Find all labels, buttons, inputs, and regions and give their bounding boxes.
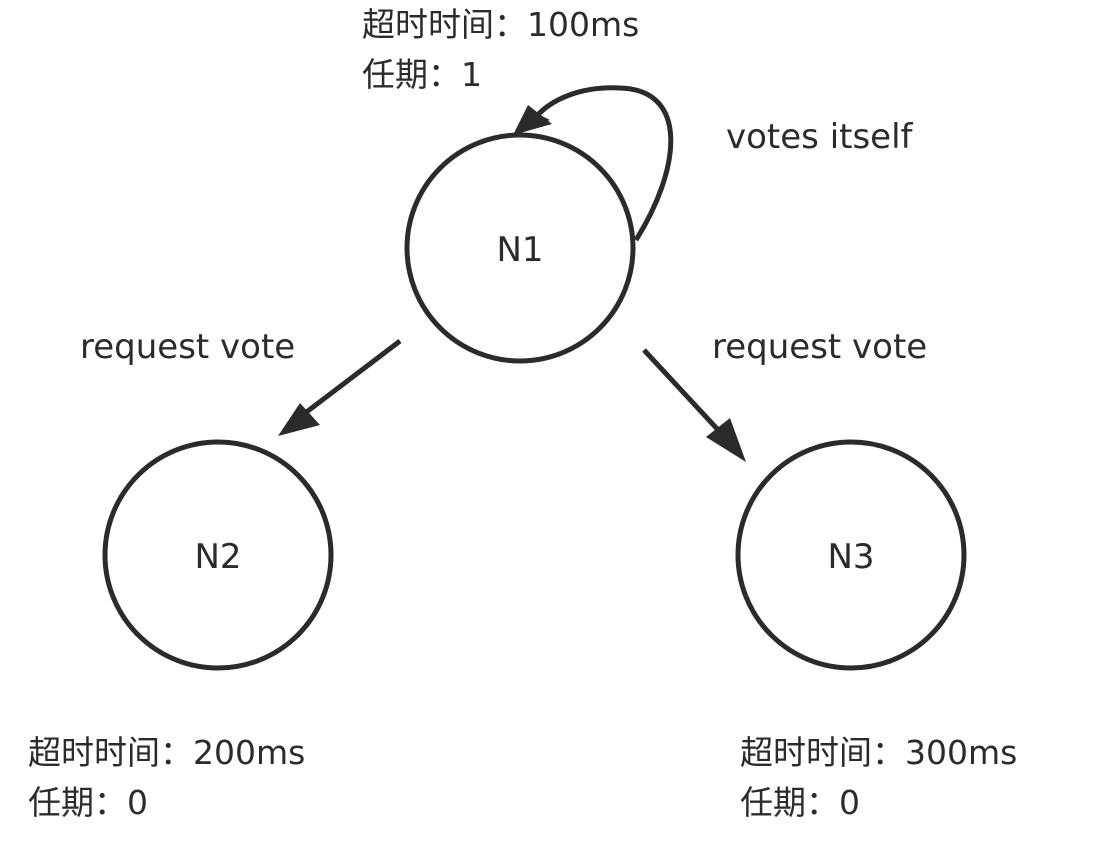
node-n2-info: 超时时间：200ms 任期：0 [28, 728, 305, 828]
node-n1-timeout: 超时时间：100ms [362, 5, 640, 44]
node-n2-circle [102, 439, 334, 671]
self-loop-arrowhead-tip [513, 105, 552, 135]
node-n2-label: N2 [194, 537, 242, 577]
edge-n1-to-n3-arrowhead [706, 418, 746, 462]
node-n1-circle [404, 132, 636, 364]
node-n2-timeout: 超时时间：200ms [28, 733, 306, 772]
node-n3-circle [735, 439, 967, 671]
node-n3-timeout: 超时时间：300ms [740, 733, 1018, 772]
edge-n1-self-loop [533, 85, 674, 242]
edge-label-request-vote-n3: request vote [712, 327, 928, 367]
node-n3-label: N3 [827, 537, 875, 577]
node-n1-term: 任期：1 [362, 55, 482, 94]
node-n3-info: 超时时间：300ms 任期：0 [740, 728, 1017, 828]
node-n1-label: N1 [496, 230, 544, 270]
edge-n1-to-n2 [294, 339, 402, 422]
node-n3-term: 任期：0 [740, 783, 860, 822]
node-n2-term: 任期：0 [28, 783, 148, 822]
edge-label-votes-itself: votes itself [726, 117, 913, 157]
edge-label-request-vote-n2: request vote [80, 327, 296, 367]
node-n1-info: 超时时间：100ms 任期：1 [362, 0, 639, 100]
edge-n1-to-n2-arrowhead [278, 403, 320, 436]
